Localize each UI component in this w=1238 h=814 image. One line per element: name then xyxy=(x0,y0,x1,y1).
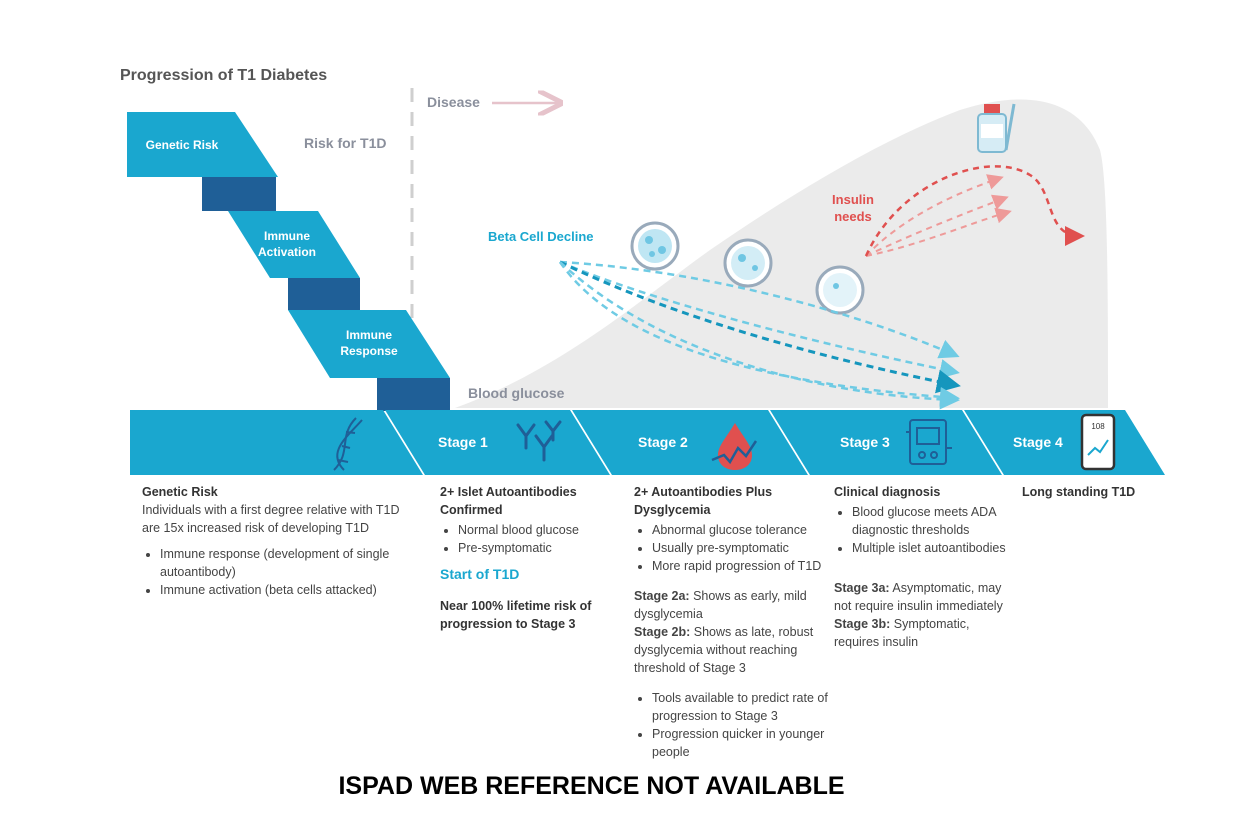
start-of-t1d: Start of T1D xyxy=(440,566,520,582)
list-item: Progression quicker in younger people xyxy=(652,725,829,761)
list-item: Multiple islet autoantibodies xyxy=(852,539,1014,557)
beta-cell-icon xyxy=(630,221,680,271)
list-item: Immune response (development of single a… xyxy=(160,545,412,581)
page-title: Progression of T1 Diabetes xyxy=(120,67,328,84)
step-immune-activation xyxy=(228,211,360,278)
stage-3b-label: Stage 3b: xyxy=(834,617,891,631)
stage-1-heading: 2+ Islet Autoantibodies Confirmed xyxy=(440,485,577,517)
disease-label: Disease xyxy=(427,94,480,110)
beta-cell-decline-label: Beta Cell Decline xyxy=(488,229,594,244)
step-label-immune-activation: Immune Activation xyxy=(257,229,316,259)
stage-4-column: Long standing T1D xyxy=(1022,483,1172,501)
stage-3-heading: Clinical diagnosis xyxy=(834,485,941,499)
list-item: Immune activation (beta cells attacked) xyxy=(160,581,412,599)
blood-glucose-label: Blood glucose xyxy=(468,385,565,401)
step-riser-2 xyxy=(288,278,360,310)
stage-4-label: Stage 4 xyxy=(1013,434,1063,450)
genetic-risk-column: Genetic Risk Individuals with a first de… xyxy=(142,483,412,599)
blood-drop-icon xyxy=(711,423,758,470)
list-item: Abnormal glucose tolerance xyxy=(652,521,829,539)
stage-2a-description: Shows as early, mild dysglycemia xyxy=(634,589,807,621)
stage-2b-text: Stage 2b: Shows as late, robust dysglyce… xyxy=(634,623,829,677)
stage-2b-label: Stage 2b: xyxy=(634,625,691,639)
list-item: Pre-symptomatic xyxy=(458,539,610,557)
beta-cell-icon xyxy=(723,238,773,288)
stage-2b-description: Shows as late, robust dysglycemia withou… xyxy=(634,625,814,675)
stage-3a-text: Stage 3a: Asymptomatic, may not require … xyxy=(834,579,1014,615)
blood-glucose-area xyxy=(455,99,1108,408)
stage-2a-label: Stage 2a: xyxy=(634,589,690,603)
stage-bar-genetic xyxy=(130,410,423,475)
insulin-needs-label: Insulin needs xyxy=(832,192,874,224)
risk-label: Risk for T1D xyxy=(304,135,387,151)
step-label-immune-response: Immune Response xyxy=(340,328,398,358)
stage-3a-label: Stage 3a: xyxy=(834,581,890,595)
list-item: More rapid progression of T1D xyxy=(652,557,829,575)
genetic-risk-text: Individuals with a first degree relative… xyxy=(142,503,400,535)
phone-reading: 108 xyxy=(1091,422,1105,431)
stage-2a-text: Stage 2a: Shows as early, mild dysglycem… xyxy=(634,587,829,623)
stage-3-label: Stage 3 xyxy=(840,434,890,450)
footer-notice: ISPAD WEB REFERENCE NOT AVAILABLE xyxy=(338,772,845,800)
list-item: Normal blood glucose xyxy=(458,521,610,539)
antibody-icon xyxy=(516,420,562,462)
glucose-monitor-icon xyxy=(906,419,952,465)
stage-3b-description: Symptomatic, requires insulin xyxy=(834,617,970,649)
stage-2-label: Stage 2 xyxy=(638,434,688,450)
stage-bar-1 xyxy=(385,410,610,475)
stage-1-risk: Near 100% lifetime risk of progression t… xyxy=(440,599,592,631)
step-genetic-risk xyxy=(127,112,278,177)
stage-3a-description: Asymptomatic, may not require insulin im… xyxy=(834,581,1003,613)
step-label-genetic-risk: Genetic Risk xyxy=(145,138,219,152)
stage-3-column: Clinical diagnosis Blood glucose meets A… xyxy=(834,483,1014,651)
insulin-vial-icon xyxy=(977,103,1016,153)
insulin-needs-arrows xyxy=(864,165,1085,257)
stage-bar-2 xyxy=(572,410,808,475)
list-item: Blood glucose meets ADA diagnostic thres… xyxy=(852,503,1014,539)
phone-icon xyxy=(1080,413,1116,471)
genetic-risk-heading: Genetic Risk xyxy=(142,485,218,499)
stage-bar-3 xyxy=(770,410,1002,475)
beta-cell-icon xyxy=(815,265,865,315)
stage-1-label: Stage 1 xyxy=(438,434,488,450)
beta-decline-arrows xyxy=(558,260,961,410)
stage-2-column: 2+ Autoantibodies Plus Dysglycemia Abnor… xyxy=(634,483,829,761)
dna-icon xyxy=(333,417,363,471)
step-riser-3 xyxy=(377,378,450,411)
stage-2-heading: 2+ Autoantibodies Plus Dysglycemia xyxy=(634,485,773,517)
step-immune-response xyxy=(288,310,450,378)
list-item: Usually pre-symptomatic xyxy=(652,539,829,557)
stage-3b-text: Stage 3b: Symptomatic, requires insulin xyxy=(834,615,1014,651)
stage-4-heading: Long standing T1D xyxy=(1022,485,1136,499)
list-item: Tools available to predict rate of progr… xyxy=(652,689,829,725)
stage-1-column: 2+ Islet Autoantibodies Confirmed Normal… xyxy=(440,483,610,633)
step-riser-1 xyxy=(202,177,276,211)
